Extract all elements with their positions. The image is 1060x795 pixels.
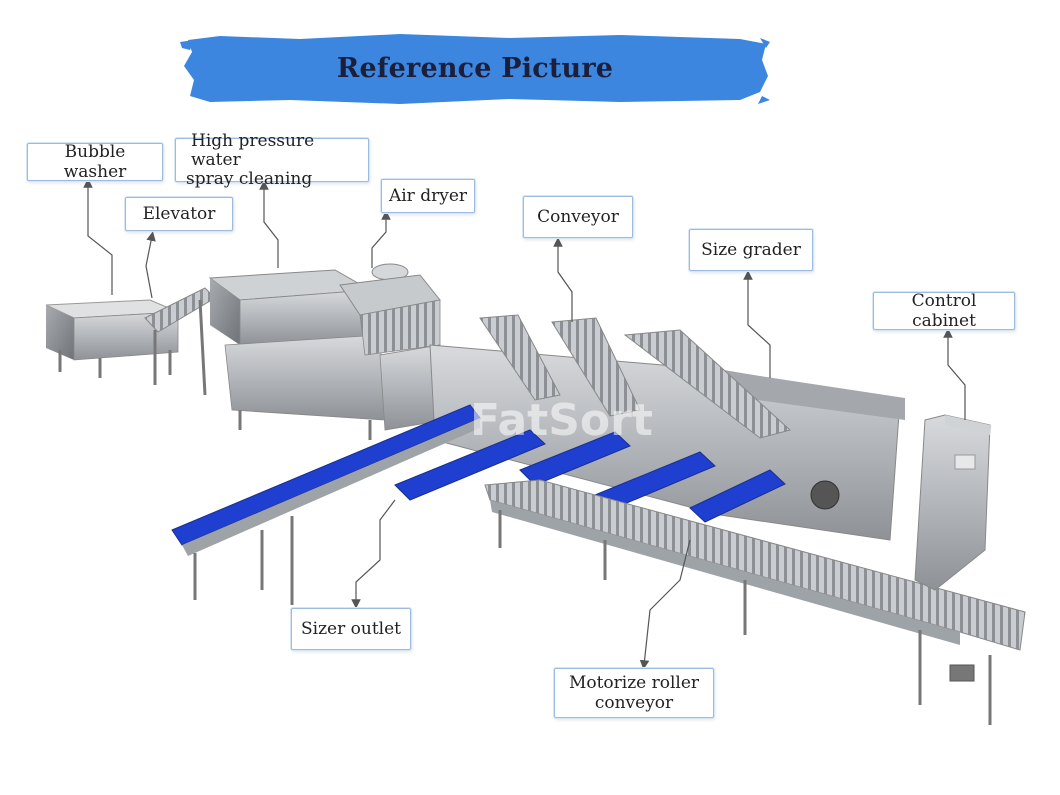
- high-pressure-washer-machine: [208, 269, 386, 440]
- label-conveyor: Conveyor: [523, 196, 633, 238]
- brush-stroke-background: [180, 34, 770, 104]
- label-conveyor-text: Conveyor: [537, 207, 619, 227]
- label-elevator-text: Elevator: [142, 204, 216, 224]
- label-air-dryer-text: Air dryer: [388, 186, 468, 206]
- size-grader-machine: [429, 314, 905, 541]
- leader-lines: [83, 178, 966, 670]
- leader-high-pressure: [259, 180, 279, 268]
- banner-title: Reference Picture: [336, 52, 614, 84]
- air-dryer-machine: [339, 263, 446, 431]
- leader-sizer-outlet: [351, 499, 396, 609]
- label-bubble-washer: Bubble washer: [27, 142, 163, 182]
- leader-conveyor: [553, 237, 573, 322]
- leader-size-grader: [743, 270, 771, 378]
- label-air-dryer: Air dryer: [381, 179, 475, 213]
- label-control-cabinet-text: Control cabinet: [911, 291, 977, 331]
- label-high-pressure: High pressure water spray cleaning: [175, 131, 369, 188]
- label-high-pressure-line2: spray cleaning: [186, 168, 313, 189]
- label-sizer-outlet-text: Sizer outlet: [301, 619, 401, 639]
- label-motorize-roller-conveyor: Motorize roller conveyor: [554, 668, 714, 718]
- motorized-roller-conveyor: [484, 479, 1026, 725]
- leader-control-cabinet: [943, 328, 966, 420]
- leader-elevator: [145, 231, 156, 299]
- watermark-logo-text: FatSort: [470, 395, 653, 446]
- label-high-pressure-line1: High pressure water: [191, 130, 315, 170]
- label-motorize-line2: conveyor: [594, 693, 674, 713]
- label-sizer-outlet: Sizer outlet: [291, 608, 411, 650]
- control-cabinet-machine: [914, 414, 991, 591]
- label-size-grader: Size grader: [689, 229, 813, 271]
- label-control-cabinet: Control cabinet: [873, 291, 1015, 331]
- leader-motorize-conveyor: [639, 539, 691, 670]
- leader-bubble-washer: [83, 178, 113, 295]
- leader-air-dryer: [371, 210, 391, 268]
- label-elevator: Elevator: [125, 197, 233, 231]
- label-motorize-line1: Motorize roller: [568, 673, 700, 693]
- label-size-grader-text: Size grader: [701, 240, 801, 260]
- sizer-outlet-belts: [171, 404, 786, 605]
- title-banner: Reference Picture: [180, 30, 770, 106]
- label-bubble-washer-text: Bubble washer: [63, 142, 127, 182]
